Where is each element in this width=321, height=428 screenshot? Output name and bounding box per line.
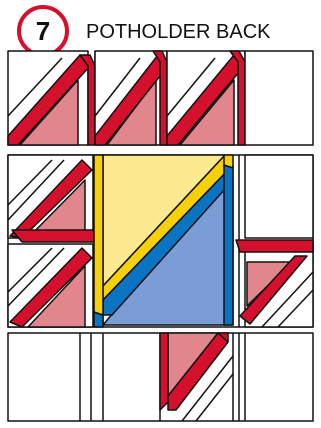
row-1 [8, 51, 313, 145]
red-horizontal-strip [236, 240, 313, 252]
top-right-gold-tab [224, 155, 233, 168]
row-1-block-1 [8, 51, 95, 145]
row-2-left-upper [8, 155, 93, 238]
row-2-right-upper [245, 155, 313, 238]
bottom-left-blue-tab [94, 312, 103, 327]
red-vertical-strip [160, 333, 168, 410]
row-1-block-2 [95, 51, 168, 145]
row-3 [8, 333, 313, 421]
left-yellow-bar [94, 155, 103, 325]
step-number: 7 [36, 16, 50, 46]
row-1-block-4 [245, 51, 313, 145]
row-2-right-lower [236, 240, 313, 327]
row-2 [8, 155, 313, 327]
row-1-block-3 [167, 51, 245, 145]
step-title: POTHOLDER BACK [86, 21, 271, 43]
step-header: 7 POTHOLDER BACK [19, 7, 271, 55]
centre-panel [94, 155, 233, 327]
row-2-left-lower [8, 244, 93, 327]
right-blue-bar [224, 165, 233, 325]
left-red-horizontal-strip [12, 230, 94, 242]
